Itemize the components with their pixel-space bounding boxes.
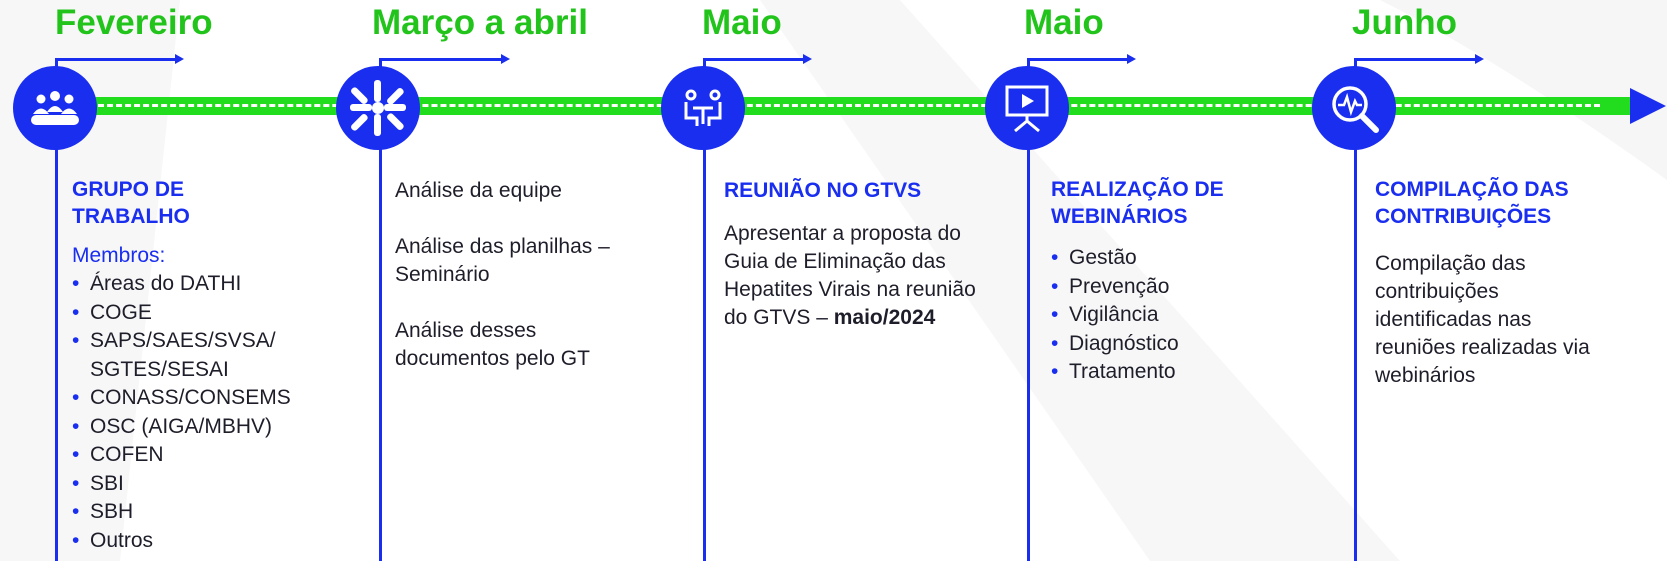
list-item: OSC (AIGA/MBHV) (72, 413, 332, 442)
milestone-5-content: COMPILAÇÃO DAS CONTRIBUIÇÕES Compilação … (1375, 176, 1635, 390)
list-item: Vigilância (1051, 301, 1341, 330)
milestone-3-content: REUNIÃO NO GTVS Apresentar a proposta do… (724, 177, 1009, 332)
milestone-3-date: maio/2024 (833, 306, 936, 329)
list-item: SAPS/SAES/SVSA/ SGTES/SESAI (72, 327, 320, 384)
list-item: Gestão (1051, 244, 1341, 273)
list-item: Áreas do DATHI (72, 270, 332, 299)
list-item: Outros (72, 527, 332, 556)
list-item: SBI (72, 470, 332, 499)
people-at-table-icon (661, 66, 745, 150)
list-item: Prevenção (1051, 273, 1341, 302)
month-fevereiro: Fevereiro (55, 3, 213, 42)
list-item: COGE (72, 299, 332, 328)
milestone-5-heading: COMPILAÇÃO DAS CONTRIBUIÇÕES (1375, 178, 1569, 228)
milestone-1-heading: GRUPO DE TRABALHO (72, 178, 190, 228)
milestone-4-heading: REALIZAÇÃO DE WEBINÁRIOS (1051, 178, 1224, 228)
month-marco-abril: Março a abril (372, 3, 588, 42)
timeline-dashes (80, 104, 1600, 107)
list-item: COFEN (72, 441, 332, 470)
timeline-arrowhead (1630, 88, 1666, 124)
group-meeting-icon (13, 66, 97, 150)
month-maio-1: Maio (702, 3, 782, 42)
presentation-board-icon (985, 66, 1069, 150)
milestone-2-paragraph: Análise das planilhas – Seminário (395, 235, 610, 286)
milestone-5-text: Compilação das contribuições identificad… (1375, 252, 1590, 387)
list-item: CONASS/CONSEMS (72, 384, 332, 413)
month-maio-2: Maio (1024, 3, 1104, 42)
webinar-topics-list: Gestão Prevenção Vigilância Diagnóstico … (1051, 244, 1341, 387)
milestone-4-content: REALIZAÇÃO DE WEBINÁRIOS Gestão Prevençã… (1051, 176, 1341, 387)
hands-together-icon (336, 66, 420, 150)
milestone-3-text: Apresentar a proposta do Guia de Elimina… (724, 220, 1004, 332)
milestone-3-heading: REUNIÃO NO GTVS (724, 179, 922, 202)
milestone-2-paragraph: Análise desses documentos pelo GT (395, 319, 590, 370)
milestone-1-content: GRUPO DE TRABALHO Membros: Áreas do DATH… (72, 176, 332, 555)
members-label: Membros: (72, 244, 166, 267)
list-item: SBH (72, 498, 332, 527)
milestone-3-body: Apresentar a proposta do Guia de Elimina… (724, 222, 976, 329)
milestone-2-content: Análise da equipe Análise das planilhas … (395, 177, 685, 373)
month-junho: Junho (1352, 3, 1457, 42)
list-item: Diagnóstico (1051, 330, 1341, 359)
members-list: Áreas do DATHI COGE SAPS/SAES/SVSA/ SGTE… (72, 270, 332, 555)
list-item: Tratamento (1051, 358, 1341, 387)
milestone-2-paragraph: Análise da equipe (395, 179, 562, 202)
magnifier-pulse-icon (1312, 66, 1396, 150)
